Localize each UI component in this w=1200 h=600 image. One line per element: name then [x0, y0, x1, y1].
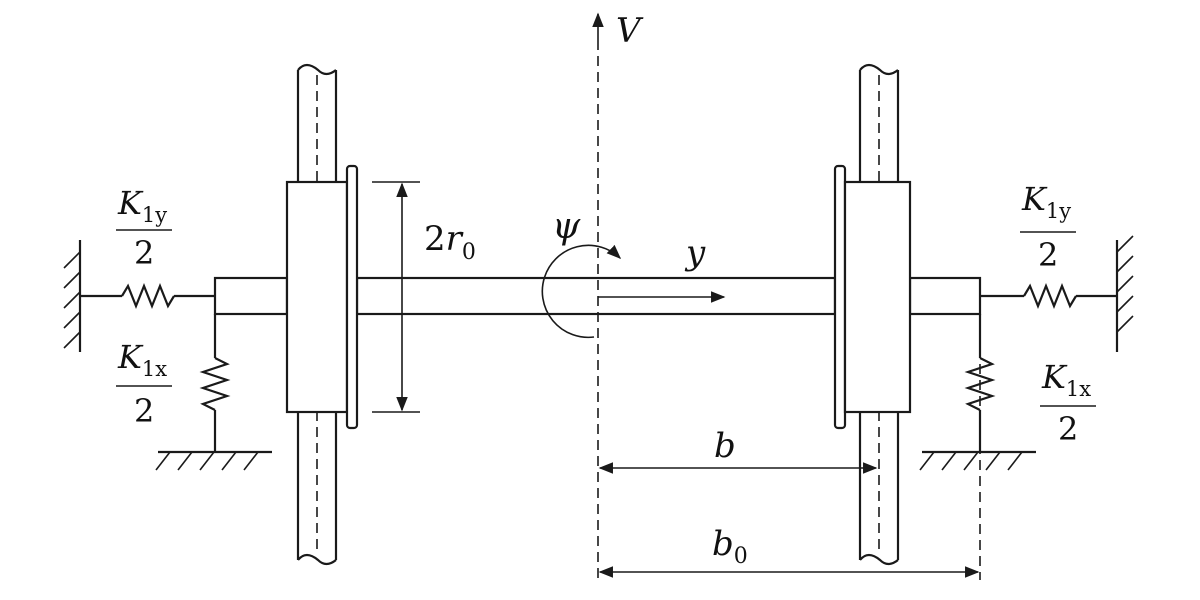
left-wheel [285, 164, 359, 430]
radius-label: 2r0 [424, 219, 476, 265]
k1y-left-label: K1y 2 [116, 184, 172, 272]
v-axis-label: V [616, 11, 644, 51]
k1y-right-label: K1y 2 [1020, 180, 1076, 274]
svg-text:2: 2 [1038, 236, 1058, 274]
b0-label: b0 [712, 524, 748, 569]
k1x-right-label: K1x 2 [1040, 358, 1096, 448]
yaw-label: ψ [552, 206, 581, 247]
svg-text:K1y: K1y [117, 184, 167, 227]
right-longitudinal-spring [919, 314, 1036, 471]
svg-text:K1y: K1y [1021, 180, 1071, 223]
svg-text:2: 2 [134, 392, 154, 430]
svg-text:K1x: K1x [1041, 358, 1091, 401]
left-lateral-spring [63, 240, 215, 352]
svg-text:2: 2 [1058, 410, 1078, 448]
b-label: b [714, 426, 736, 466]
yaw-rotation-arrow [541, 244, 622, 339]
radius-dimension [372, 181, 420, 413]
y-axis-label: y [684, 233, 706, 273]
svg-text:K1x: K1x [117, 338, 167, 381]
k1x-left-label: K1x 2 [116, 338, 172, 430]
left-longitudinal-spring [155, 314, 272, 471]
right-wheel [833, 164, 912, 430]
svg-text:2: 2 [134, 234, 154, 272]
b0-dimension [598, 316, 981, 580]
right-lateral-spring [980, 235, 1134, 352]
